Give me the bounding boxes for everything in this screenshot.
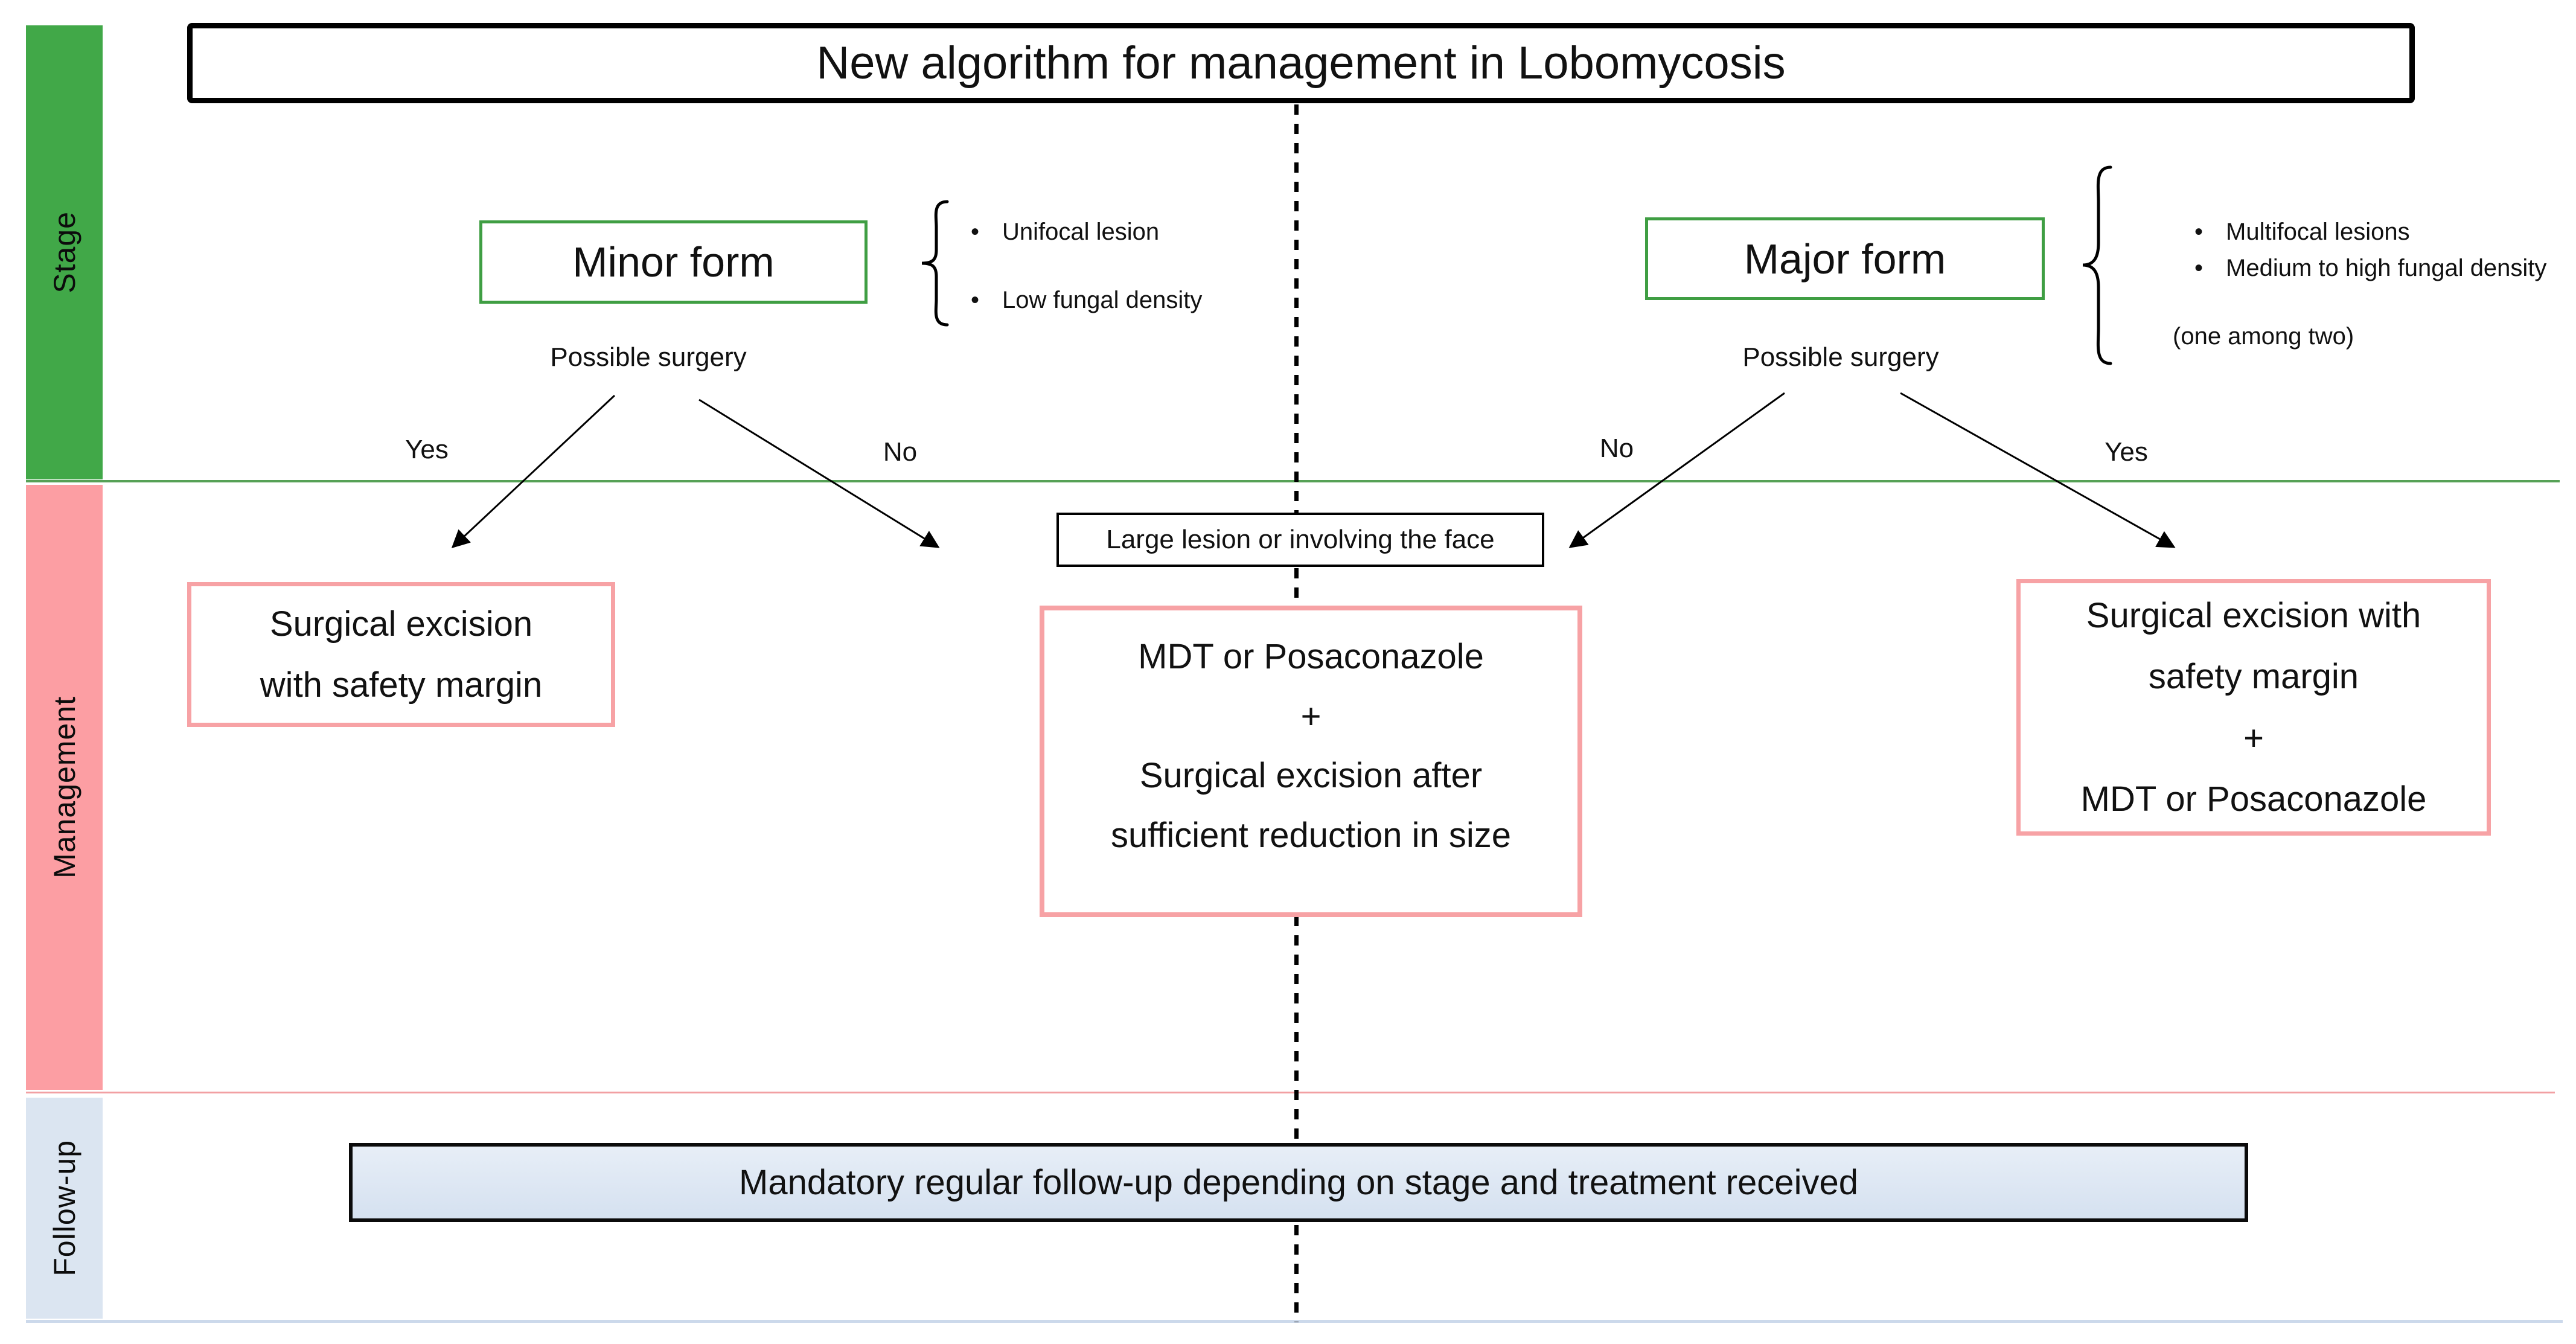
- arrow-major-no: [1568, 392, 1785, 548]
- major-brace: [2082, 165, 2112, 365]
- surgery-plus-mdt-line-4: MDT or Posaconazole: [2080, 779, 2427, 819]
- major-question-label: Possible surgery: [1742, 342, 1939, 372]
- surgical-excision-box: Surgical excision with safety margin: [187, 582, 615, 727]
- minor-form-box: Minor form: [479, 220, 868, 304]
- followup-band: Follow-up: [26, 1098, 103, 1319]
- stage-management-separator-line: [26, 480, 2560, 482]
- stage-band: Stage: [26, 25, 103, 479]
- minor-no-label: No: [883, 437, 918, 467]
- surgical-excision-line-2: with safety margin: [260, 665, 543, 705]
- large-lesion-note: Large lesion or involving the face: [1106, 525, 1495, 554]
- mdt-line-2: +: [1300, 696, 1322, 736]
- mdt-line-4: sufficient reduction in size: [1110, 815, 1512, 855]
- minor-form-label: Minor form: [572, 238, 775, 286]
- major-note: (one among two): [2173, 323, 2354, 350]
- surgical-excision-line-1: Surgical excision: [269, 604, 533, 644]
- arrow-minor-no: [698, 398, 940, 548]
- followup-text: Mandatory regular follow-up depending on…: [739, 1163, 1858, 1202]
- management-followup-separator-line: [26, 1092, 2555, 1093]
- arrow-major-yes: [1900, 392, 2176, 548]
- major-yes-label: Yes: [2105, 437, 2148, 467]
- mdt-line-1: MDT or Posaconazole: [1138, 637, 1484, 676]
- major-bullet-1: Multifocal lesions: [2194, 214, 2576, 249]
- minor-question-label: Possible surgery: [550, 342, 747, 372]
- major-no-label: No: [1599, 434, 1634, 463]
- minor-yes-label: Yes: [405, 435, 449, 464]
- mdt-line-3: Surgical excision after: [1139, 756, 1483, 796]
- major-bullet-2: Medium to high fungal density: [2194, 251, 2564, 286]
- minor-bullet-2: Low fungal density: [971, 283, 1389, 318]
- surgery-plus-mdt-box: Surgical excision with safety margin + M…: [2016, 579, 2491, 836]
- surgery-plus-mdt-line-1: Surgical excision with: [2086, 595, 2421, 635]
- large-lesion-note-box: Large lesion or involving the face: [1056, 513, 1544, 567]
- title-box: New algorithm for management in Lobomyco…: [187, 23, 2415, 103]
- minor-bullet-1: Unifocal lesion: [971, 214, 1389, 249]
- arrow-minor-yes: [451, 394, 616, 549]
- mdt-posaconazole-box: MDT or Posaconazole + Surgical excision …: [1040, 606, 1582, 917]
- page-title: New algorithm for management in Lobomyco…: [816, 37, 1786, 89]
- major-form-box: Major form: [1645, 217, 2045, 300]
- surgery-plus-mdt-line-3: +: [2243, 718, 2264, 758]
- followup-box: Mandatory regular follow-up depending on…: [349, 1143, 2248, 1222]
- major-form-label: Major form: [1743, 235, 1946, 283]
- surgery-plus-mdt-line-2: safety margin: [2148, 657, 2359, 696]
- minor-brace: [921, 200, 949, 327]
- management-band: Management: [26, 485, 103, 1090]
